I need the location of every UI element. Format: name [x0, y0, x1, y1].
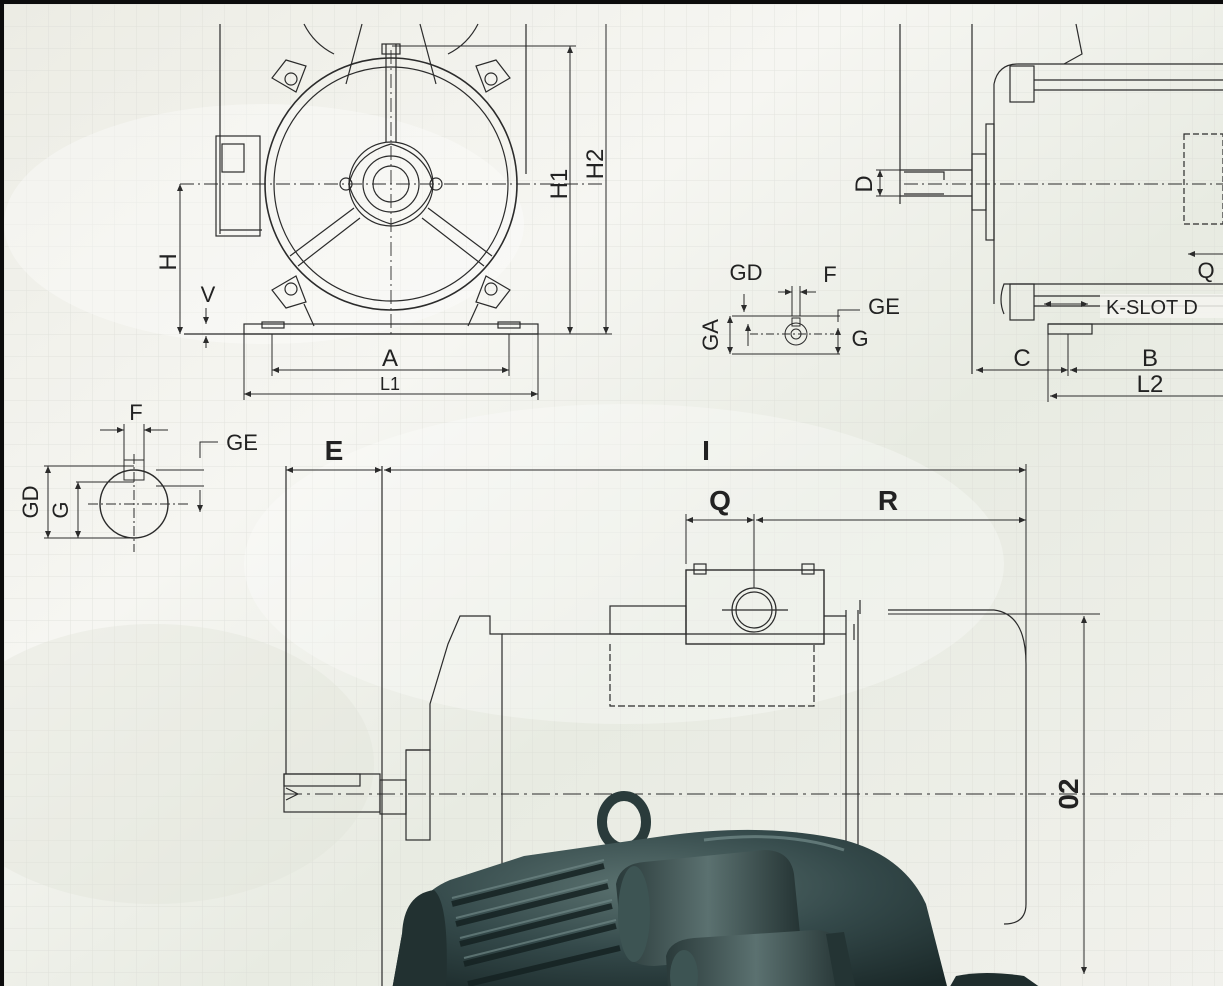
dim-label-ga-small: GA — [698, 319, 723, 351]
dim-label-f-small: F — [823, 262, 836, 287]
dim-label-k-slot: K-SLOT D — [1106, 297, 1198, 319]
dim-label-gd-small: GD — [730, 260, 763, 285]
dim-label-b: B — [1142, 345, 1158, 372]
dim-label-ge-small: GE — [868, 294, 900, 319]
main-view — [283, 466, 1223, 986]
main-view-dimensions — [286, 464, 1100, 974]
dim-label-c: C — [1013, 345, 1030, 372]
dim-label-v: V — [201, 282, 216, 307]
dim-label-l2: L2 — [1137, 371, 1164, 398]
dim-label-h2: H2 — [582, 149, 609, 180]
side-view-dimensions — [876, 169, 1223, 402]
end-view-dimensions — [177, 24, 612, 400]
dim-label-q-main: Q — [709, 485, 731, 516]
dim-label-h1: H1 — [546, 169, 573, 200]
dim-label-g-large: G — [48, 501, 73, 518]
dim-label-02: 02 — [1053, 778, 1084, 809]
dim-label-ge-large: GE — [226, 430, 258, 455]
drawing-panel: H1 H2 H V A L1 — [4, 4, 1223, 986]
key-detail-large — [44, 424, 218, 552]
dim-label-r: R — [878, 485, 898, 516]
technical-drawing: H1 H2 H V A L1 — [4, 4, 1223, 986]
dim-label-q-side: Q — [1197, 258, 1214, 283]
background-grid — [4, 4, 1223, 986]
dim-label-l1: L1 — [380, 374, 400, 394]
dim-label-h: H — [155, 253, 182, 270]
dim-label-a: A — [382, 345, 398, 372]
dim-label-f-large: F — [129, 400, 142, 425]
dim-label-d: D — [851, 175, 878, 192]
dim-label-e: E — [325, 435, 344, 466]
dim-label-g-small: G — [851, 326, 868, 351]
motor-photo-icon — [392, 791, 1039, 986]
key-detail-small — [727, 286, 860, 355]
dim-label-i: I — [702, 435, 710, 466]
dim-label-gd-large: GD — [18, 486, 43, 519]
end-view — [180, 23, 604, 335]
